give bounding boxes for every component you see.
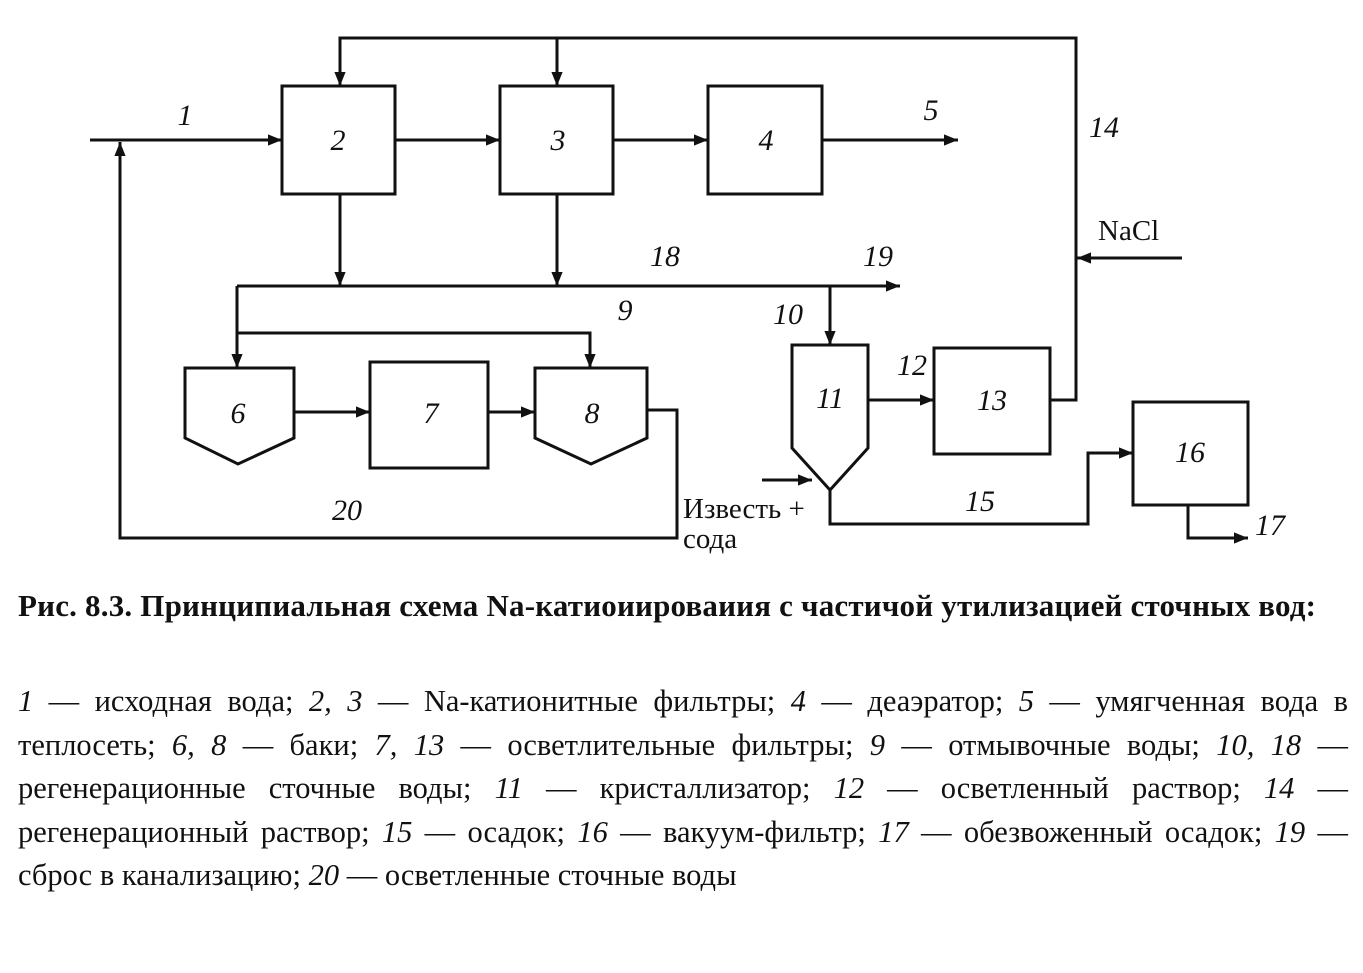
block-label-11: 11 (816, 382, 844, 415)
legend-num: 20 (308, 858, 340, 892)
legend-num: 15 (381, 814, 413, 849)
legend-text: — кристаллизатор; (522, 771, 834, 805)
blocks (183, 84, 1250, 507)
stream-label-10: 10 (773, 298, 803, 331)
stream-label-1: 1 (178, 99, 193, 132)
text-labels: NaCl Известь + сода (683, 215, 1159, 555)
flow-lines (90, 36, 1248, 544)
block-label-2: 2 (331, 124, 346, 157)
legend-num: 4 (790, 684, 806, 718)
legend-num: 2, 3 (308, 684, 363, 718)
legend-num: 19 (1274, 814, 1306, 849)
lime-soda-label-line2: сода (683, 523, 737, 555)
line-stream-9 (237, 331, 596, 368)
legend-text: — регенерационные сточные воды; (18, 727, 1348, 806)
legend-num: 6, 8 (171, 727, 227, 762)
block-label-6: 6 (231, 397, 246, 430)
stream-label-17: 17 (1255, 509, 1287, 542)
line-stream-17 (1186, 505, 1248, 544)
stream-label-5: 5 (924, 94, 939, 127)
block-deaerator-4 (706, 84, 824, 196)
nacl-label: NaCl (1098, 215, 1159, 247)
legend-text: — Na-катионитные фильтры; (362, 684, 791, 718)
legend-num: 16 (577, 814, 608, 849)
stream-label-14: 14 (1089, 111, 1119, 144)
block-vacuum-filter-16 (1131, 400, 1250, 507)
figure-legend: 1 — исходная вода; 2, 3 — Na-катионитные… (18, 680, 1348, 898)
block-tank-6 (183, 366, 296, 466)
legend-text: — исходная вода; (33, 684, 309, 718)
legend-text: — деаэратор; (805, 684, 1019, 718)
block-filter-3 (498, 84, 615, 196)
legend-num: 11 (494, 771, 523, 805)
block-filter-2 (280, 84, 397, 196)
legend-text: — осветленные сточные воды (339, 858, 737, 892)
block-label-16: 16 (1175, 436, 1205, 469)
legend-num: 12 (833, 771, 865, 805)
legend-text: — баки; (226, 727, 375, 762)
legend-text: — осветленный раствор; (864, 771, 1264, 805)
legend-num: 9 (869, 727, 886, 762)
figure-caption: Рис. 8.3. Принципиальная схема Na-катиои… (18, 588, 1317, 623)
legend-text: — вакуум-фильтр; (607, 814, 879, 849)
block-labels: 2 3 4 6 7 8 11 13 16 (231, 124, 1206, 469)
legend-text: — сброс в канализацию; (18, 814, 1348, 893)
stream-label-9: 9 (618, 294, 633, 327)
stream-label-19: 19 (863, 240, 893, 273)
block-clarifier-13 (932, 346, 1052, 456)
legend-text: — регенерационный раствор; (18, 771, 1349, 849)
block-label-7: 7 (424, 397, 441, 430)
legend-text: — умягченная вода в теплосеть; (18, 684, 1348, 762)
legend-num: 1 (18, 684, 34, 718)
stream-labels: 1 5 14 18 19 9 10 12 15 17 20 (178, 94, 1288, 542)
legend-text: — осадок; (412, 814, 578, 849)
stream-label-12: 12 (897, 349, 927, 382)
legend-text: — обезвоженный осадок; (908, 814, 1275, 849)
legend-text: — отмывочные воды; (885, 727, 1217, 762)
line-stream-20 (114, 142, 679, 540)
stream-label-18: 18 (650, 240, 680, 273)
block-label-13: 13 (977, 384, 1007, 417)
block-label-4: 4 (759, 124, 774, 157)
block-label-3: 3 (550, 124, 566, 157)
block-clarifier-7 (368, 360, 490, 470)
legend-text: — осветлительные фильтры; (444, 727, 870, 762)
lime-soda-label-line1: Известь + (683, 493, 805, 525)
legend-num: 10, 18 (1216, 727, 1302, 762)
stream-label-20: 20 (332, 494, 362, 527)
stream-label-15: 15 (965, 485, 995, 518)
line-stream-15 (828, 447, 1133, 526)
legend-num: 7, 13 (374, 727, 445, 762)
process-flow-diagram: 2 3 4 6 7 8 11 13 16 1 5 14 18 19 9 10 1… (90, 36, 1288, 555)
legend-num: 17 (878, 814, 909, 849)
block-tank-8 (533, 366, 649, 466)
block-crystallizer-11 (790, 343, 870, 493)
legend-num: 5 (1018, 684, 1034, 718)
line-stream-14 (334, 36, 1078, 402)
block-label-8: 8 (585, 397, 600, 430)
legend-num: 14 (1263, 771, 1295, 805)
